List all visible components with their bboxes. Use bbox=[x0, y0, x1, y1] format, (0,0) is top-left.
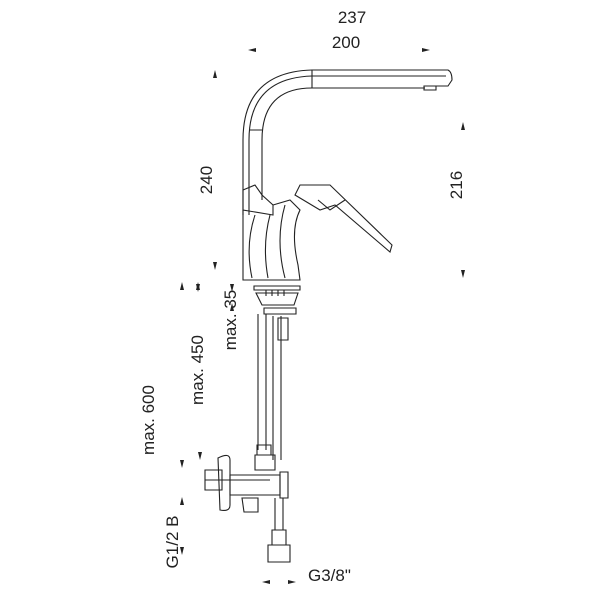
dim-216: 216 bbox=[447, 171, 466, 199]
dim-max-600: max. 600 bbox=[139, 385, 158, 455]
dimension-arrows bbox=[180, 48, 465, 584]
dim-g12b: G1/2 B bbox=[163, 516, 182, 569]
faucet-base-and-hoses bbox=[204, 285, 301, 563]
faucet-body bbox=[242, 184, 393, 281]
dim-g38: G3/8" bbox=[308, 566, 351, 585]
dim-237: 237 bbox=[338, 8, 366, 27]
dim-max-35: max. 35 bbox=[221, 290, 240, 350]
faucet-spout bbox=[242, 69, 453, 215]
dim-max-450: max. 450 bbox=[188, 335, 207, 405]
dim-200: 200 bbox=[332, 33, 360, 52]
dim-240: 240 bbox=[197, 166, 216, 194]
